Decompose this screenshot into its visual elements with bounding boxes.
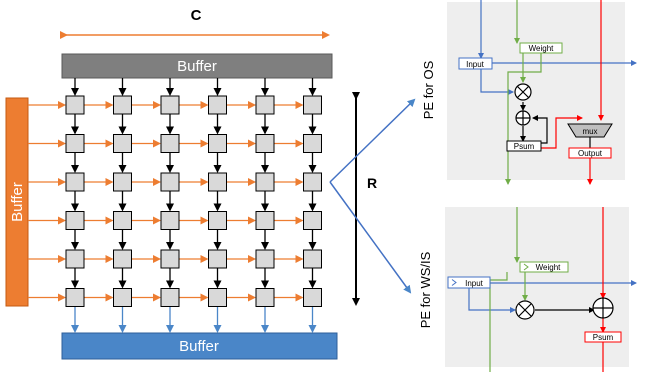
processing-element bbox=[303, 134, 322, 153]
processing-element bbox=[208, 95, 227, 115]
pe-ws-psum-label: Psum bbox=[593, 333, 614, 342]
processing-element bbox=[113, 134, 132, 153]
processing-element bbox=[160, 249, 180, 269]
processing-element bbox=[255, 249, 275, 269]
zoom-line-ws bbox=[329, 181, 412, 294]
processing-element bbox=[65, 288, 85, 307]
pe-os-weight-box bbox=[519, 42, 563, 54]
pe-os-psum-box bbox=[506, 140, 542, 152]
processing-element bbox=[113, 288, 132, 307]
pe-os-panel: PE for OS Input Weight Psum mux Ou bbox=[421, 0, 637, 185]
pe-ws-title: PE for WS/IS bbox=[418, 251, 433, 328]
processing-element bbox=[113, 172, 132, 192]
processing-element bbox=[160, 172, 180, 192]
pe-os-input-label: Input bbox=[466, 60, 485, 69]
processing-element bbox=[65, 249, 85, 269]
zoom-line-os bbox=[329, 98, 416, 183]
processing-element bbox=[303, 249, 322, 269]
left-buffer-label: Buffer bbox=[9, 182, 26, 222]
processing-element bbox=[208, 211, 227, 230]
processing-element bbox=[255, 134, 275, 153]
bottom-buffer bbox=[61, 332, 338, 360]
processing-element bbox=[65, 211, 85, 230]
pe-os-output-box bbox=[568, 147, 612, 159]
pe-os-input-to-mult bbox=[480, 69, 514, 95]
pe-ws-input-to-mult bbox=[468, 288, 516, 313]
pe-os-mux-label: mux bbox=[582, 127, 597, 136]
pe-os-weight-out bbox=[505, 53, 542, 185]
processing-element bbox=[65, 95, 85, 115]
left-buffer bbox=[5, 97, 29, 307]
processing-element bbox=[208, 288, 227, 307]
processing-element bbox=[65, 134, 85, 153]
pe-grid bbox=[28, 78, 322, 333]
processing-element bbox=[113, 249, 132, 269]
processing-element bbox=[303, 95, 322, 115]
pe-os-weight-label: Weight bbox=[529, 44, 555, 53]
pe-os-output-label: Output bbox=[578, 149, 603, 158]
processing-element bbox=[160, 95, 180, 115]
processing-element bbox=[113, 95, 132, 115]
pe-os-psum-loop bbox=[541, 115, 583, 149]
processing-element bbox=[160, 134, 180, 153]
top-buffer-label: Buffer bbox=[177, 58, 217, 75]
processing-element bbox=[255, 172, 275, 192]
rows-label: R bbox=[367, 175, 377, 191]
processing-element bbox=[65, 172, 85, 192]
processing-element bbox=[255, 95, 275, 115]
pe-os-title: PE for OS bbox=[421, 60, 436, 119]
pe-ws-panel: PE for WS/IS Input Weight Psum bbox=[418, 207, 637, 372]
top-buffer bbox=[61, 53, 333, 79]
pe-os-psum-label: Psum bbox=[514, 142, 535, 151]
processing-element bbox=[208, 172, 227, 192]
pe-ws-psum-box bbox=[584, 331, 622, 343]
processing-element bbox=[303, 211, 322, 230]
processing-element bbox=[303, 172, 322, 192]
processing-element bbox=[255, 288, 275, 307]
pe-os-input-box bbox=[458, 57, 493, 70]
processing-element bbox=[113, 211, 132, 230]
pe-ws-input-label: Input bbox=[465, 279, 484, 288]
processing-element bbox=[208, 249, 227, 269]
pe-ws-weight-out bbox=[489, 272, 508, 372]
pe-ws-weight-box bbox=[519, 261, 569, 273]
pe-os-psum-feedback bbox=[532, 115, 548, 144]
pe-os-mux-icon bbox=[567, 123, 613, 138]
processing-element bbox=[160, 211, 180, 230]
processing-element bbox=[303, 288, 322, 307]
bottom-buffer-label: Buffer bbox=[179, 338, 219, 355]
processing-element bbox=[255, 211, 275, 230]
pe-ws-input-box bbox=[447, 276, 491, 289]
pe-ws-weight-label: Weight bbox=[536, 263, 562, 272]
processing-element bbox=[208, 134, 227, 153]
processing-element bbox=[160, 288, 180, 307]
columns-label: C bbox=[191, 7, 202, 24]
